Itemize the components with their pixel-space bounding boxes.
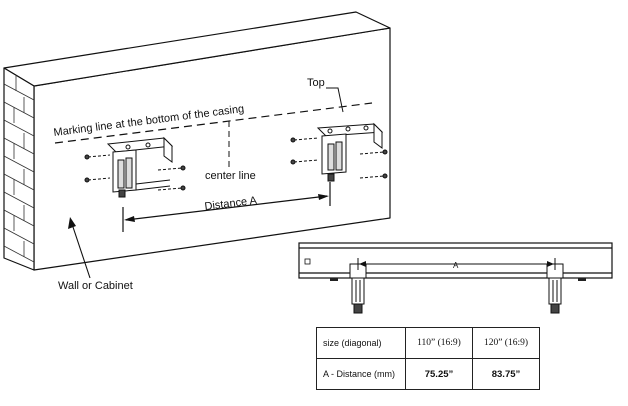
- wall-side: [3, 67, 35, 271]
- front-left-bracket: [349, 263, 367, 314]
- wall-pointer-arrow: [68, 217, 76, 229]
- marking-line: [54, 102, 373, 144]
- table-header-size: size (diagonal): [316, 327, 406, 359]
- front-dimension: [357, 258, 556, 270]
- center-line-label: center line: [205, 170, 256, 182]
- table-cell-120: 83.75”: [472, 358, 540, 390]
- right-screws: [290, 137, 388, 179]
- distance-a-arrow-right: [318, 194, 329, 200]
- casing-indicator: [304, 258, 311, 265]
- right-bracket: [316, 122, 384, 182]
- brick-pattern: [3, 75, 35, 263]
- front-dimension-arrow-left: [359, 261, 366, 267]
- left-screws: [84, 154, 186, 191]
- distance-a-dimension: [122, 182, 331, 232]
- front-dimension-label: A: [453, 261, 459, 270]
- front-right-bracket: [546, 263, 564, 314]
- table-row: A - Distance (mm) 75.25” 83.75”: [316, 358, 540, 390]
- left-bracket: [106, 136, 174, 198]
- table-row: size (diagonal) 110” (16:9) 120” (16:9): [316, 327, 540, 359]
- top-label: Top: [307, 77, 325, 89]
- wall-label: Wall or Cabinet: [58, 280, 133, 292]
- distance-a-arrow-left: [124, 216, 135, 222]
- front-dimension-arrow-right: [547, 261, 554, 267]
- table-row-label: A - Distance (mm): [316, 358, 406, 390]
- casing-feet: [330, 278, 586, 281]
- wall-pointer-line: [71, 223, 91, 279]
- top-leader: [326, 87, 344, 113]
- spec-table: size (diagonal) 110” (16:9) 120” (16:9) …: [316, 327, 540, 390]
- table-cell-110: 75.25”: [405, 358, 473, 390]
- table-header-120: 120” (16:9): [472, 327, 540, 359]
- table-header-110: 110” (16:9): [405, 327, 473, 359]
